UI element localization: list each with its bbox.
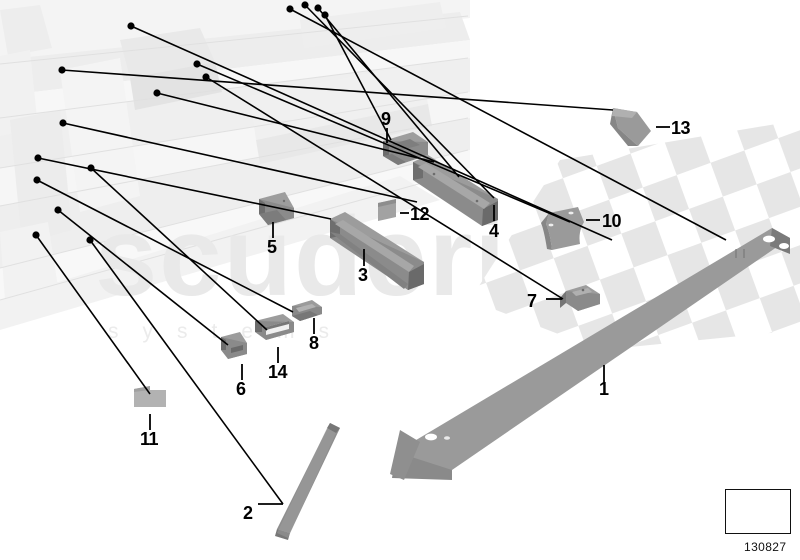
leader-dot [32, 231, 40, 239]
leader-line [130, 25, 613, 241]
part-14-box-clip [255, 314, 294, 340]
callout-label-3: 3 [358, 265, 368, 285]
leader-dot [127, 22, 135, 30]
part-3-channel-large [330, 212, 424, 290]
part-10-curved-plate [541, 207, 584, 250]
leader-dot [34, 154, 42, 162]
leader-line [62, 122, 418, 203]
callout-label-11: 11 [140, 429, 159, 449]
callout-label-4: 4 [489, 221, 499, 241]
leader-dot [59, 119, 67, 127]
leader-line [36, 179, 294, 313]
leader-line [89, 239, 284, 505]
leader-dot [58, 66, 66, 74]
callout-label-9: 9 [381, 109, 391, 129]
callout-label-6: 6 [236, 379, 246, 399]
part-6-tab-bracket [221, 332, 247, 359]
leader-dot [321, 11, 329, 19]
leader-line [90, 167, 268, 331]
part-1-long-rail [390, 228, 790, 480]
leader-line [37, 157, 332, 220]
leader-line [35, 234, 151, 395]
leader-dot [193, 60, 201, 68]
callout-label-1: 1 [599, 379, 609, 399]
part-11-flat-plate [134, 386, 166, 407]
callout-label-14: 14 [268, 362, 288, 382]
leader-dot [202, 73, 210, 81]
callout-label-8: 8 [309, 333, 319, 353]
leader-line [156, 92, 435, 163]
callout-label-13: 13 [671, 118, 691, 138]
diagram-id-number: 130827 [744, 540, 787, 554]
leader-dot [314, 4, 322, 12]
leader-dot [87, 164, 95, 172]
callout-label-12: 12 [410, 204, 430, 224]
leader-dot [86, 236, 94, 244]
part-7-clip-bracket [560, 285, 600, 311]
callout-label-7: 7 [527, 291, 537, 311]
orientation-icon-box [725, 489, 791, 534]
leader-dot [54, 206, 62, 214]
leader-dot [33, 176, 41, 184]
callout-label-10: 10 [602, 211, 622, 231]
ghost-frame-background [0, 0, 470, 330]
leader-line [205, 76, 564, 300]
leader-line [317, 7, 460, 178]
leader-line [196, 63, 571, 223]
leader-lines [35, 4, 727, 505]
leader-anchor-dots [32, 1, 329, 244]
leader-dot [153, 89, 161, 97]
leader-dot [286, 5, 294, 13]
part-8-small-clip [292, 300, 322, 321]
leader-line [57, 209, 229, 346]
leader-line [61, 69, 614, 111]
callout-label-2: 2 [243, 503, 253, 523]
part-13-wedge-gusset [610, 108, 651, 146]
part-2-slim-strip [275, 423, 340, 540]
leader-line [289, 8, 727, 241]
leader-line [324, 14, 392, 141]
callout-ticks [149, 126, 670, 505]
leader-dot [301, 1, 309, 9]
part-12-small-pad [378, 199, 396, 221]
callout-label-5: 5 [267, 237, 277, 257]
part-4-channel-medium [413, 155, 498, 226]
